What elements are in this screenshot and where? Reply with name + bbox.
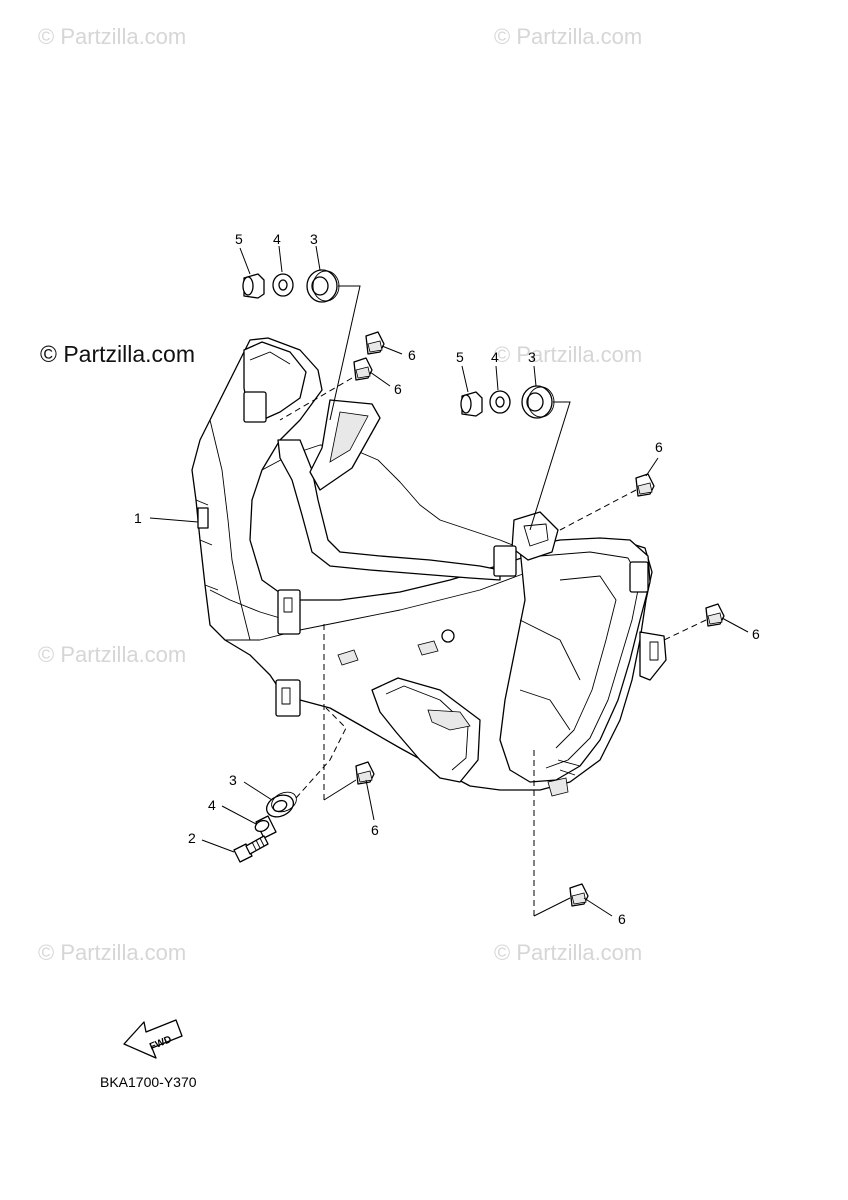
callout-number: 4 — [273, 231, 281, 247]
callout-number: 2 — [188, 830, 196, 846]
callout-number: 4 — [208, 797, 216, 813]
collar-part-4-right — [489, 390, 511, 414]
watermark: © Partzilla.com — [494, 342, 642, 367]
grommet-part-3-right — [521, 385, 555, 419]
callout-number: 6 — [618, 911, 626, 927]
clip-part-6 — [705, 603, 725, 627]
callout-number: 6 — [408, 347, 416, 363]
callout-number: 5 — [456, 349, 464, 365]
callout-number: 6 — [371, 822, 379, 838]
watermark: © Partzilla.com — [494, 940, 642, 965]
collar-part-4-upper — [272, 273, 294, 297]
callout-number: 4 — [491, 349, 499, 365]
watermark: © Partzilla.com — [38, 940, 186, 965]
callout-number: 5 — [235, 231, 243, 247]
grommet-part-3-lower — [265, 791, 297, 818]
headlight-housing — [191, 337, 667, 797]
grommet-part-3-upper — [306, 269, 340, 303]
bolt-part-2 — [233, 835, 269, 863]
callout-number: 3 — [310, 231, 318, 247]
collar-part-4-lower — [254, 815, 277, 839]
watermark: © Partzilla.com — [38, 24, 186, 49]
callout-number: 1 — [134, 510, 142, 526]
watermark: © Partzilla.com — [38, 642, 186, 667]
callout-number: 3 — [528, 349, 536, 365]
callout-number: 6 — [752, 626, 760, 642]
clip-part-6 — [365, 331, 385, 355]
callout-number: 6 — [655, 439, 663, 455]
nut-part-5-right — [460, 391, 483, 417]
clip-part-6 — [353, 357, 373, 381]
clip-part-6 — [355, 761, 375, 785]
callout-number: 3 — [229, 772, 237, 788]
nut-part-5-upper — [242, 273, 265, 299]
diagram-code: BKA1700-Y370 — [100, 1074, 197, 1090]
watermark-prominent: © Partzilla.com — [40, 341, 195, 367]
forward-arrow-icon: FWD — [123, 1019, 183, 1059]
watermark: © Partzilla.com — [494, 24, 642, 49]
callout-number: 6 — [394, 381, 402, 397]
clip-part-6 — [635, 473, 655, 497]
clip-part-6 — [569, 883, 589, 907]
